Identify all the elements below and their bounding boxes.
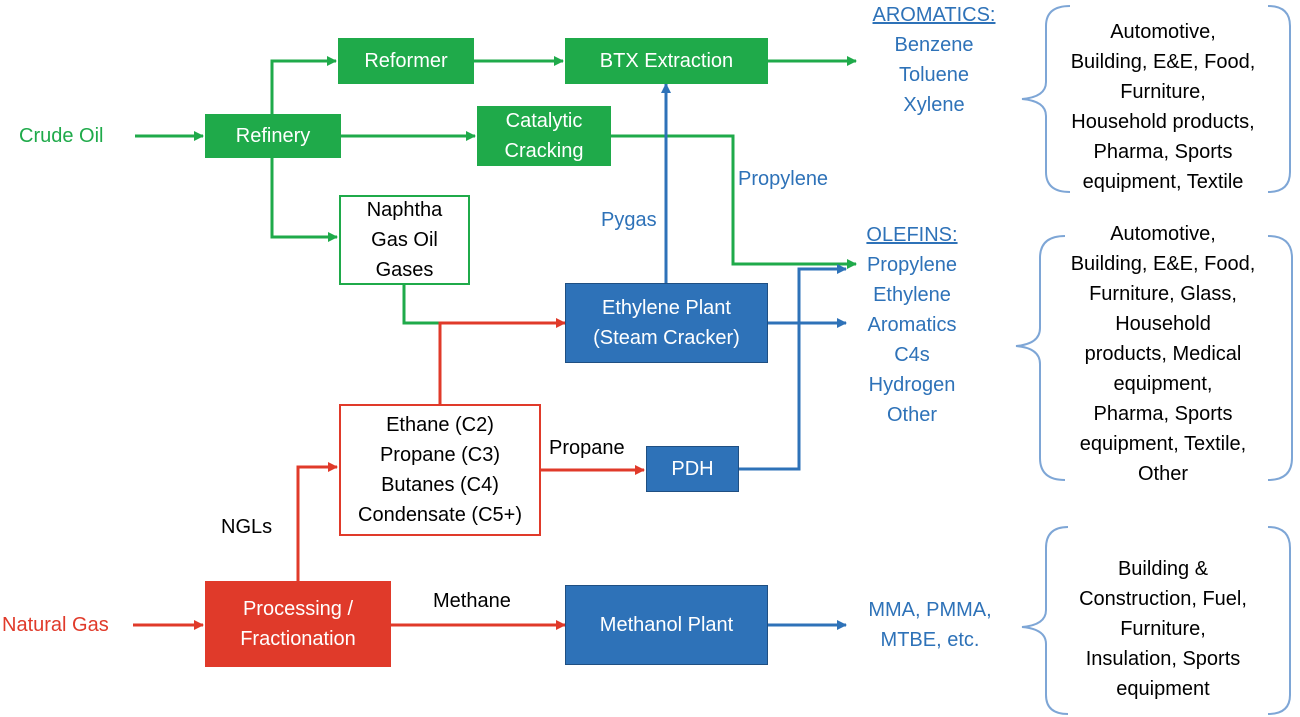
methanol-end-uses: Building & Construction, Fuel, Furniture…	[1079, 558, 1247, 700]
product-item: Hydrogen	[868, 374, 956, 396]
olefins-end-uses: Automotive, Building, E&E, Food, Furnitu…	[1070, 223, 1256, 485]
brace-methanol-right	[1267, 526, 1291, 715]
product-item: Xylene	[903, 94, 965, 116]
methanol-product-list: MMA, PMMA, MTBE, etc.	[852, 595, 1008, 655]
product-item: Other	[886, 404, 938, 426]
product-item: MTBE, etc.	[880, 629, 980, 651]
naphtha-gasoil-gases-box: Naphtha Gas Oil Gases	[339, 195, 470, 285]
product-item: Aromatics	[867, 314, 957, 336]
product-item: MMA, PMMA,	[868, 599, 992, 621]
arrow-pdh-to-olefins	[739, 264, 847, 471]
arrow-catalytic-to-olefins	[611, 134, 857, 269]
methane-flow-label: Methane	[433, 590, 511, 612]
brace-olefins-left	[1015, 235, 1066, 481]
refinery-box: Refinery	[205, 114, 341, 158]
aromatics-product-list: AROMATICS: Benzene Toluene Xylene	[858, 0, 1010, 120]
aromatics-end-uses: Automotive, Building, E&E, Food, Furnitu…	[1070, 21, 1256, 193]
propane-flow-label: Propane	[549, 437, 625, 459]
product-item: Ethylene	[873, 284, 951, 306]
propylene-flow-label: Propylene	[738, 168, 829, 190]
ngl-components-box: Ethane (C2) Propane (C3) Butanes (C4) Co…	[339, 404, 541, 536]
arrow-refinery-to-naphtha	[270, 158, 338, 242]
aromatics-header: AROMATICS:	[872, 4, 996, 26]
arrow-ngls-to-ethylene	[438, 318, 566, 404]
reformer-box: Reformer	[338, 38, 474, 84]
methanol-plant-box: Methanol Plant	[565, 585, 768, 665]
catalytic-cracking-box: Catalytic Cracking	[477, 106, 611, 166]
crude-oil-label: Crude Oil	[19, 125, 104, 147]
olefins-header: OLEFINS:	[866, 224, 958, 246]
arrow-naphtha-to-ethylene	[402, 285, 440, 325]
brace-aromatics-right	[1267, 5, 1291, 193]
product-item: Toluene	[898, 64, 970, 86]
pygas-label: Pygas	[601, 209, 657, 231]
pdh-box: PDH	[646, 446, 739, 492]
ethylene-plant-box: Ethylene Plant (Steam Cracker)	[565, 283, 768, 363]
brace-olefins-right	[1267, 235, 1293, 481]
ngls-flow-label: NGLs	[221, 516, 273, 538]
product-item: Benzene	[894, 34, 974, 56]
processing-fractionation-box: Processing / Fractionation	[205, 581, 391, 667]
btx-extraction-box: BTX Extraction	[565, 38, 768, 84]
olefins-product-list: OLEFINS: Propylene Ethylene Aromatics C4…	[852, 220, 972, 430]
brace-aromatics-left	[1021, 5, 1071, 193]
arrow-processing-to-ngls	[296, 462, 338, 581]
arrow-refinery-to-reformer	[270, 56, 337, 114]
brace-methanol-left	[1021, 526, 1069, 715]
product-item: Propylene	[866, 254, 958, 276]
natural-gas-label: Natural Gas	[2, 614, 109, 636]
product-item: C4s	[894, 344, 930, 366]
